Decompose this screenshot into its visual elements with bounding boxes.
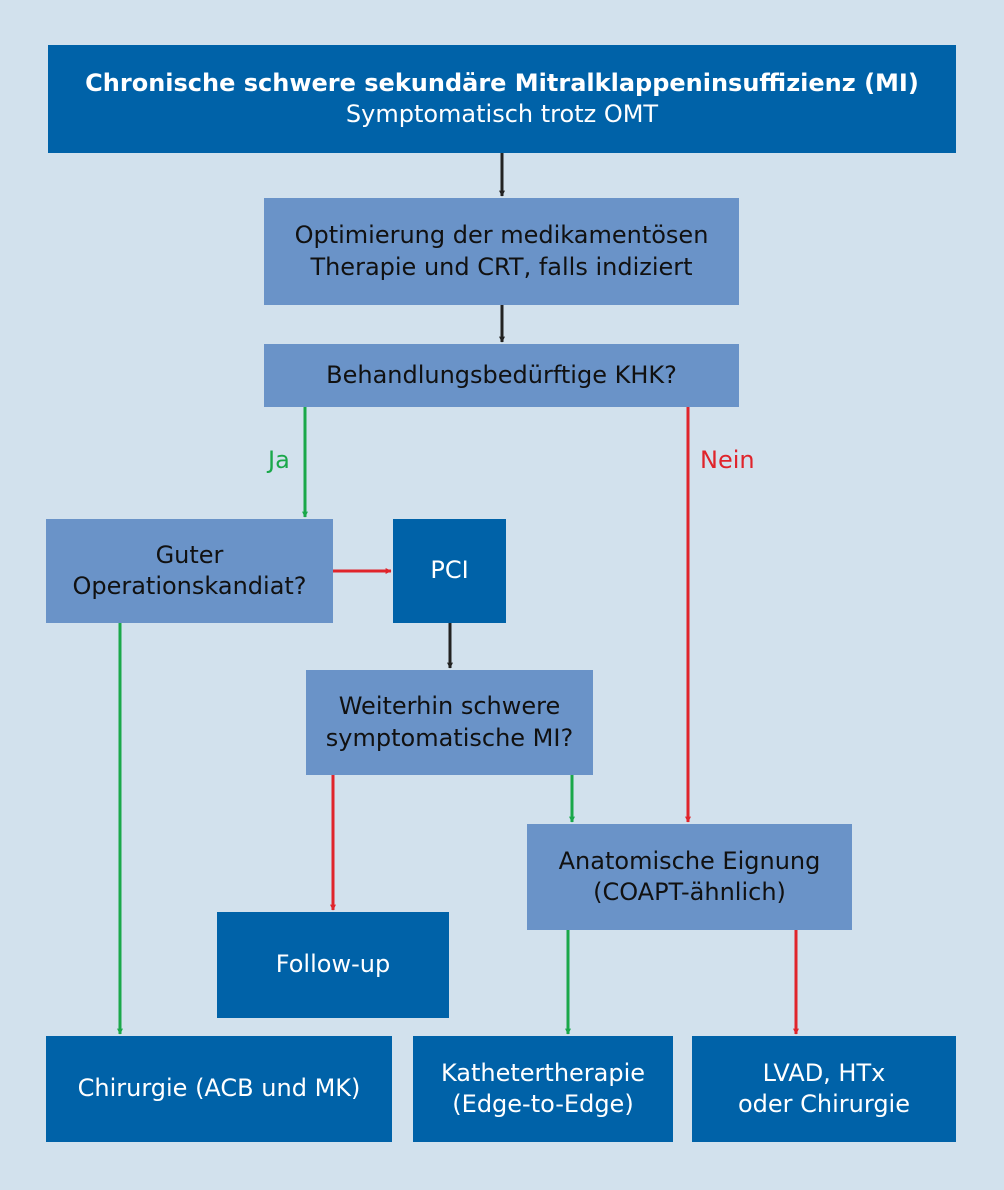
node-top: Chronische schwere sekundäre Mitralklapp… — [48, 45, 956, 153]
node-optimize: Optimierung der medikamentösen Therapie … — [264, 198, 739, 305]
node-surgery: Chirurgie (ACB und MK) — [46, 1036, 392, 1142]
node-catheter: Kathetertherapie (Edge-to-Edge) — [413, 1036, 673, 1142]
node-khk-text: Behandlungsbedürftige KHK? — [326, 360, 677, 389]
node-lvad-line2: oder Chirurgie — [737, 1090, 910, 1118]
node-optimize-line2: Therapie und CRT, falls indiziert — [310, 252, 693, 281]
node-op-candidate: Guter Operationskandiat? — [46, 519, 333, 623]
node-followup: Follow-up — [217, 912, 449, 1018]
node-still-severe-line1: Weiterhin schwere — [338, 692, 561, 721]
node-pci: PCI — [393, 519, 506, 623]
node-still-severe-line2: symptomatische MI? — [325, 723, 574, 752]
node-catheter-line1: Kathetertherapie — [440, 1058, 646, 1087]
edge-label-no: Nein — [700, 446, 755, 474]
node-op-candidate-line2: Operationskandiat? — [72, 572, 307, 600]
node-lvad-line1: LVAD, HTx — [762, 1058, 886, 1087]
edge-label-yes: Ja — [268, 446, 290, 474]
node-optimize-line1: Optimierung der medikamentösen — [294, 221, 709, 250]
node-followup-text: Follow-up — [275, 950, 391, 979]
node-lvad: LVAD, HTx oder Chirurgie — [692, 1036, 956, 1142]
node-khk: Behandlungsbedürftige KHK? — [264, 344, 739, 407]
node-top-subtitle: Symptomatisch trotz OMT — [345, 100, 659, 128]
node-anatomy-line1: Anatomische Eignung — [558, 846, 821, 875]
node-still-severe: Weiterhin schwere symptomatische MI? — [306, 670, 593, 775]
node-op-candidate-line1: Guter — [155, 540, 224, 569]
node-top-title: Chronische schwere sekundäre Mitralklapp… — [85, 68, 919, 97]
node-pci-text: PCI — [430, 556, 469, 585]
node-catheter-line2: (Edge-to-Edge) — [452, 1090, 634, 1118]
node-anatomy: Anatomische Eignung (COAPT-ähnlich) — [527, 824, 852, 930]
node-surgery-text: Chirurgie (ACB und MK) — [77, 1074, 361, 1103]
node-anatomy-line2: (COAPT-ähnlich) — [593, 878, 786, 906]
